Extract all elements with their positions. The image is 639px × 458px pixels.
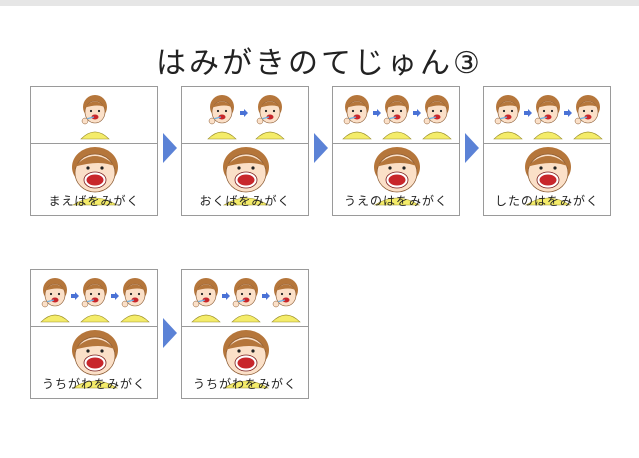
step-1-open-mouth-panel (31, 143, 157, 216)
step-4-open-mouth-panel (484, 143, 610, 216)
step-card-2: おくばをみがく (181, 86, 309, 216)
step-2-open-mouth-panel (182, 143, 308, 216)
step-5-brushing-panel (31, 270, 157, 327)
step-6-brushing-panel (182, 270, 308, 327)
step-1-label: まえばをみがく (48, 194, 140, 208)
step-3-brushing-panel (333, 87, 459, 144)
step-card-3: うえのはをみがく (332, 86, 460, 216)
step-1-brushing-panel (31, 87, 157, 144)
brushing-illustration (493, 95, 603, 140)
step-3-open-mouth-panel (333, 143, 459, 216)
chevron-right-icon (314, 133, 328, 163)
brushing-illustration (191, 278, 301, 323)
step-card-5: うちがわをみがく (30, 269, 158, 399)
chevron-right-icon (163, 318, 177, 348)
brushing-illustration (342, 95, 452, 140)
step-4-label: したのはをみがく (494, 194, 599, 208)
step-5-open-mouth-panel (31, 326, 157, 399)
step-2-label: おくばをみがく (199, 194, 291, 208)
step-5-label: うちがわをみがく (41, 377, 146, 391)
chevron-right-icon (163, 133, 177, 163)
step-2-brushing-panel (182, 87, 308, 144)
step-3-label: うえのはをみがく (343, 194, 448, 208)
open-mouth-illustration (71, 147, 119, 206)
chevron-right-icon (465, 133, 479, 163)
open-mouth-illustration (222, 330, 270, 389)
open-mouth-illustration (373, 147, 421, 206)
step-card-4: したのはをみがく (483, 86, 611, 216)
step-6-open-mouth-panel (182, 326, 308, 399)
brushing-illustration (40, 278, 150, 323)
brushing-illustration (80, 95, 110, 140)
open-mouth-illustration (222, 147, 270, 206)
brushing-illustration (207, 95, 285, 140)
step-card-1: まえばをみがく (30, 86, 158, 216)
open-mouth-illustration (71, 330, 119, 389)
step-6-label: うちがわをみがく (192, 377, 297, 391)
open-mouth-illustration (524, 147, 572, 206)
step-4-brushing-panel (484, 87, 610, 144)
page-title: はみがきのてじゅん③ (156, 46, 483, 81)
step-card-6: うちがわをみがく (181, 269, 309, 399)
